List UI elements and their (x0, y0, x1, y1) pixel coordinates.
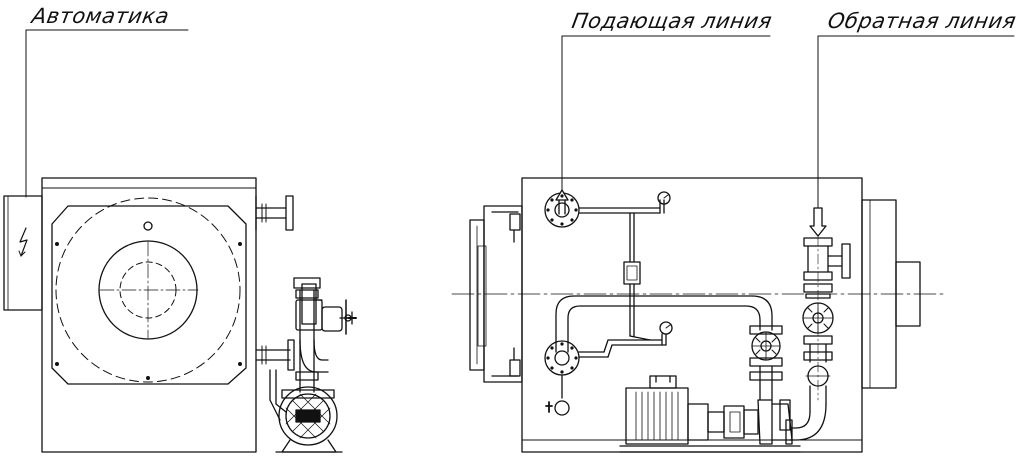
automation-box (3, 195, 43, 311)
plate-top-hole (143, 221, 153, 231)
burner-dashed-circle (55, 197, 241, 383)
plate-bolts (55, 242, 242, 380)
lightning-icon (19, 227, 28, 257)
leader-lines (25, 29, 1015, 209)
chimney-flange (861, 199, 921, 389)
front-plate (51, 205, 247, 385)
supply-flange (544, 189, 671, 228)
lower-flange (544, 321, 673, 376)
gauge-icon (657, 191, 671, 205)
supply-leader (561, 35, 771, 201)
right-view (469, 177, 921, 453)
left-housing (41, 177, 257, 453)
left-view (3, 177, 357, 453)
main-pump (619, 375, 801, 453)
left-upper-nozzle (255, 195, 294, 231)
supply-pipe-loop (555, 295, 773, 353)
left-burner-flange (469, 205, 523, 383)
instrument-line (623, 212, 641, 337)
left-pump (269, 386, 343, 453)
return-leader (817, 35, 1015, 209)
drain-valve (545, 374, 570, 416)
gauge-icon-2 (659, 321, 673, 335)
automation-leader (25, 29, 189, 198)
supply-valve (749, 325, 783, 401)
left-lower-piping (255, 277, 357, 405)
